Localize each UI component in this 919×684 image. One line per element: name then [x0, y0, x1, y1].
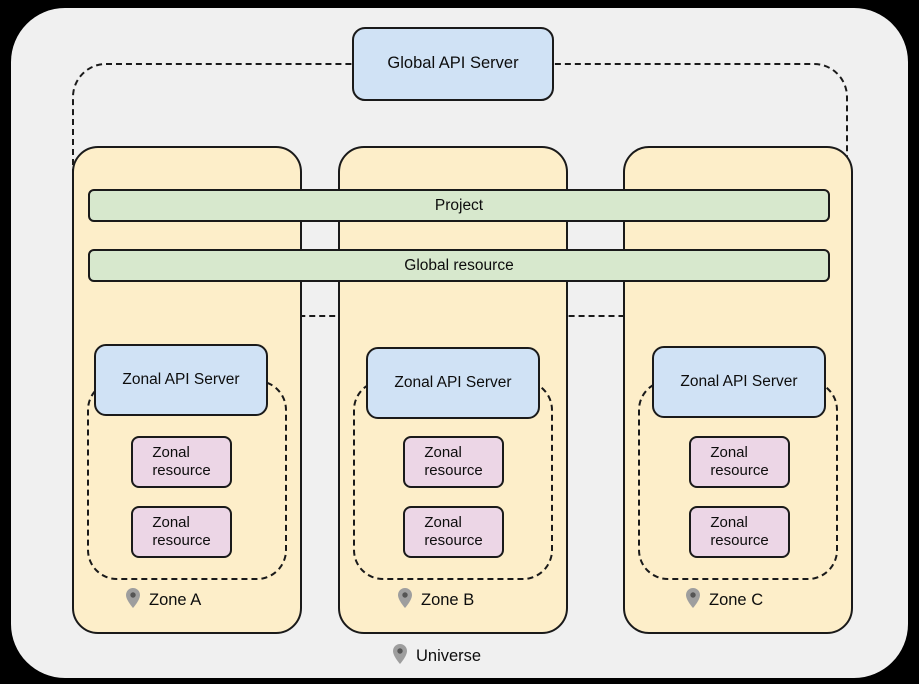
zone-b-zonal-api-server[interactable]: Zonal API Server — [366, 347, 540, 419]
global-bar-global-resource[interactable]: Global resource — [88, 249, 830, 282]
zone-c-zonal-api-server[interactable]: Zonal API Server — [652, 346, 826, 418]
universe-label: Universe — [416, 647, 482, 665]
global-api-server-label: Global API Server — [387, 54, 519, 73]
zone-c-zonal-api-server-label: Zonal API Server — [680, 373, 798, 390]
zone-a-zonal-api-server[interactable]: Zonal API Server — [94, 344, 268, 416]
zone-a-label: Zone A — [149, 591, 202, 609]
zone-b-label-group: Zone B — [398, 588, 474, 613]
map-pin-icon — [398, 588, 412, 613]
zone-b-zonal-api-server-label: Zonal API Server — [394, 374, 512, 391]
map-pin-icon — [126, 588, 140, 613]
zone-b-label: Zone B — [421, 591, 475, 609]
universe-label-group: Universe — [393, 644, 481, 669]
global-bar-global-resource-label: Global resource — [404, 256, 514, 274]
global-api-server-box[interactable]: Global API Server — [352, 27, 554, 101]
zone-a-label-group: Zone A — [126, 588, 201, 613]
map-pin-icon — [686, 588, 700, 613]
zone-a-zonal-api-server-label: Zonal API Server — [122, 371, 240, 388]
zone-c-label-group: Zone C — [686, 588, 763, 613]
map-pin-icon — [393, 644, 407, 669]
global-bar-project-label: Project — [434, 196, 484, 214]
zone-c-label: Zone C — [709, 591, 764, 609]
global-bar-project[interactable]: Project — [88, 189, 830, 222]
